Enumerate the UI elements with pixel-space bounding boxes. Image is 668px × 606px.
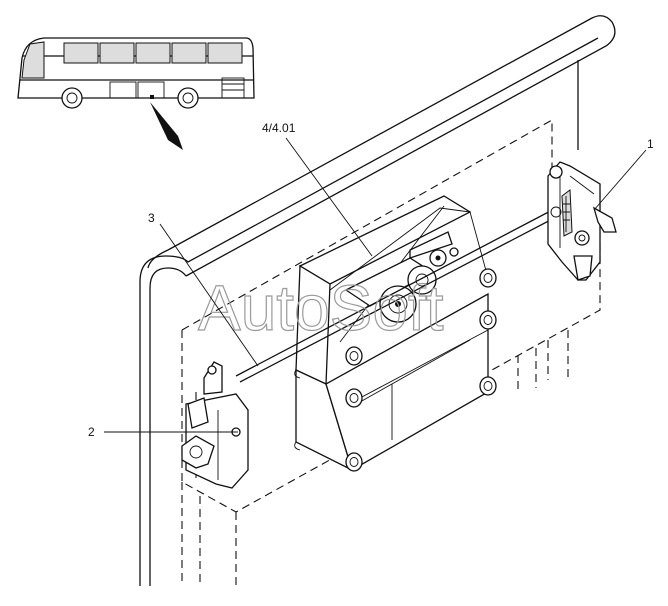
lock-left (181, 361, 249, 489)
mechanism-frame (294, 195, 497, 472)
callout-3-label: 3 (148, 211, 155, 225)
callout-2-label: 2 (88, 425, 95, 439)
callout-4-label: 4/4.01 (262, 121, 296, 135)
callout-1-label: 1 (647, 137, 654, 151)
lock-right (547, 161, 617, 281)
watermark-text: AutoSoft (198, 272, 444, 344)
leader-lines (104, 137, 647, 433)
bus-thumbnail (17, 37, 255, 150)
rod (235, 205, 563, 383)
